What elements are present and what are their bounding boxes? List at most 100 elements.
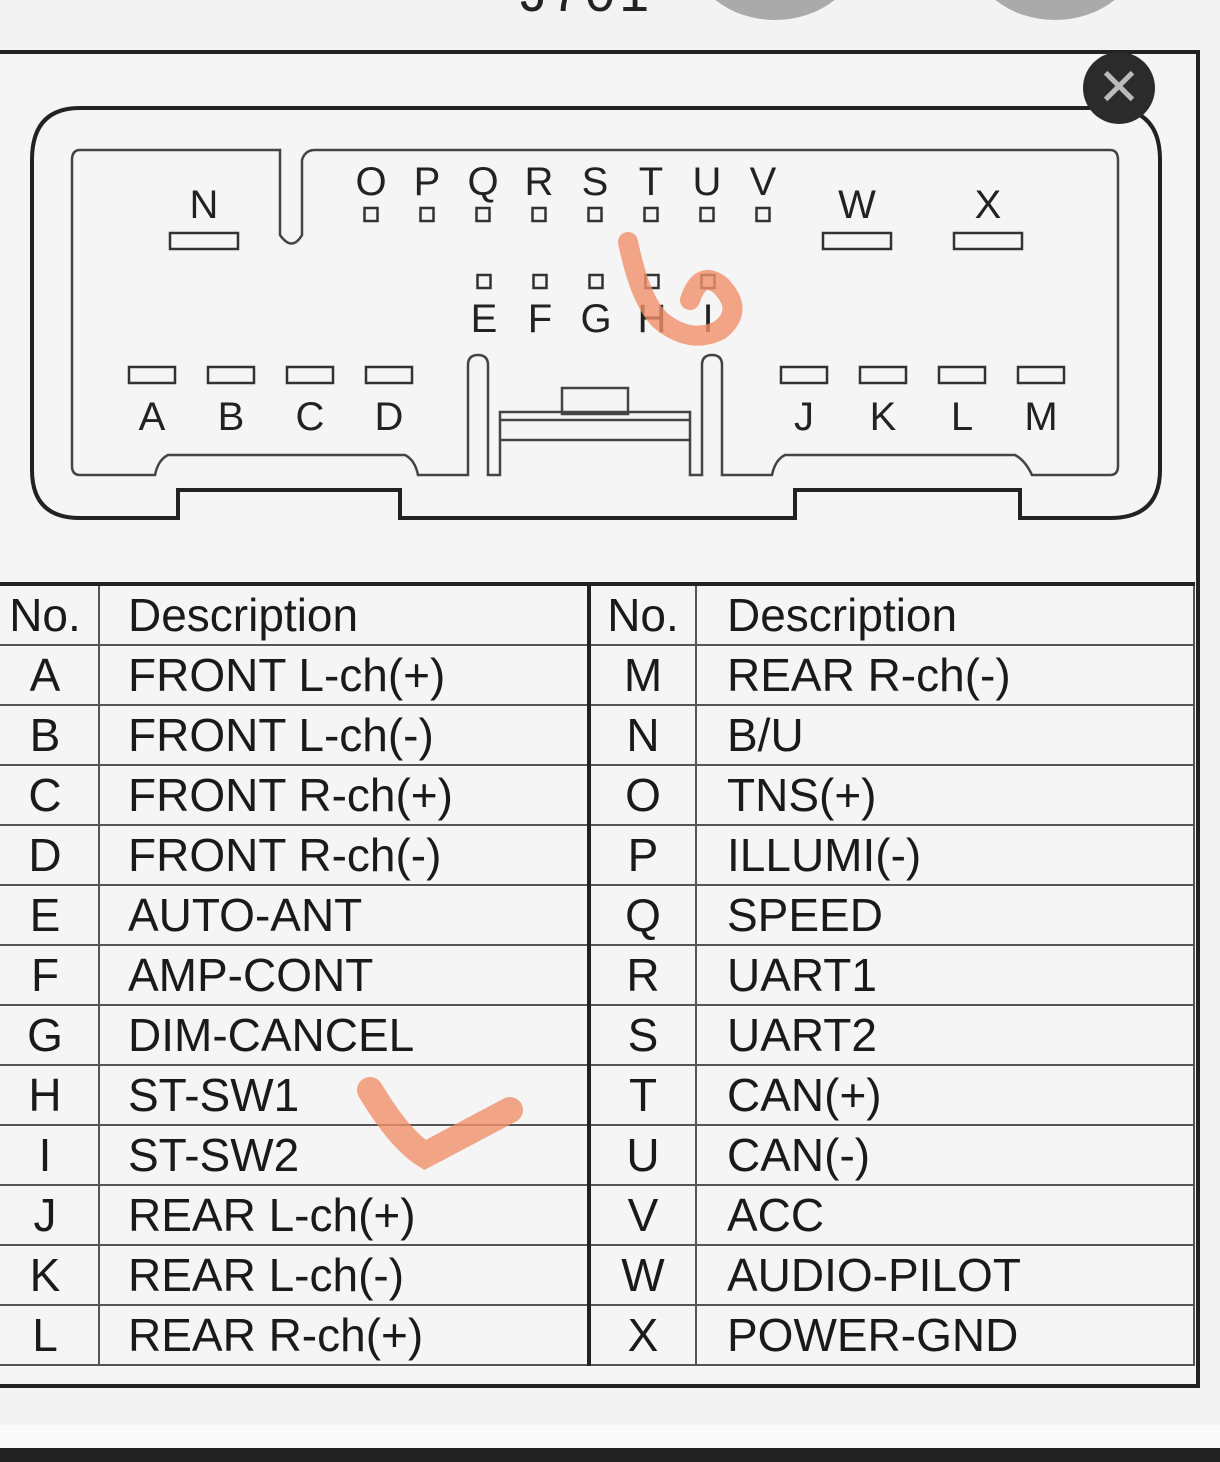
pin-label: T (639, 160, 663, 204)
pin-label: V (750, 160, 777, 204)
pins (127, 206, 1066, 385)
pin-contact (531, 206, 547, 223)
pin-label: S (582, 160, 609, 204)
pin-label: H (638, 297, 667, 341)
pin-no: D (0, 824, 100, 886)
pin-label: X (975, 183, 1002, 227)
pin-contact (476, 273, 492, 290)
pin-label: G (580, 297, 611, 341)
pin-no: G (0, 1004, 100, 1066)
pin-label: R (525, 160, 554, 204)
pin-contact (168, 231, 240, 251)
pin-label: E (471, 297, 498, 341)
pin-description: ILLUMI(-) (695, 824, 1195, 886)
pin-description: REAR L-ch(-) (98, 1244, 590, 1306)
connector-outline (30, 106, 1162, 520)
pin-contact (644, 273, 660, 290)
pin-description: TNS(+) (695, 764, 1195, 826)
pin-label: P (414, 160, 441, 204)
header-description: Description (98, 583, 590, 646)
pin-label: I (702, 297, 713, 341)
pin-contact (127, 365, 177, 385)
pin-no: C (0, 764, 100, 826)
pin-contact (821, 231, 893, 251)
pin-contact (952, 231, 1024, 251)
pin-description: UART1 (695, 944, 1195, 1006)
pin-no: R (587, 944, 697, 1006)
pin-label: D (375, 395, 404, 439)
pin-no: L (0, 1304, 100, 1366)
pin-no: K (0, 1244, 100, 1306)
pin-no: M (587, 644, 697, 706)
pin-label: B (218, 395, 245, 439)
pin-description: ACC (695, 1184, 1195, 1246)
pin-label: C (296, 395, 325, 439)
pin-contact (532, 273, 548, 290)
close-button[interactable]: ✕ (1083, 52, 1155, 124)
pin-label: F (528, 297, 552, 341)
pin-contact (700, 273, 716, 290)
connector-inner (70, 148, 1120, 477)
pin-label: W (838, 183, 876, 227)
pin-label: U (693, 160, 722, 204)
pin-description: CAN(+) (695, 1064, 1195, 1126)
pin-description: FRONT R-ch(+) (98, 764, 590, 826)
pin-no: H (0, 1064, 100, 1126)
pin-description: REAR R-ch(-) (695, 644, 1195, 706)
pin-description: ST-SW1 (98, 1064, 590, 1126)
header-no: No. (587, 583, 697, 646)
pin-label: Q (467, 160, 498, 204)
pin-description: POWER-GND (695, 1304, 1195, 1366)
pin-label: J (794, 395, 814, 439)
pin-label: L (951, 395, 973, 439)
pin-contact (937, 365, 987, 385)
pin-contact (285, 365, 335, 385)
pin-no: N (587, 704, 697, 766)
pin-contact (419, 206, 435, 223)
pin-no: I (0, 1124, 100, 1186)
pin-label: M (1024, 395, 1057, 439)
bottom-strip (0, 1425, 1220, 1448)
pin-description: SPEED (695, 884, 1195, 946)
pin-no: Q (587, 884, 697, 946)
pin-contact (206, 365, 256, 385)
pin-no: B (0, 704, 100, 766)
pin-no: T (587, 1064, 697, 1126)
pin-description: UART2 (695, 1004, 1195, 1066)
pin-description: FRONT L-ch(+) (98, 644, 590, 706)
pin-label: A (139, 395, 166, 439)
pin-no: X (587, 1304, 697, 1366)
pin-description: CAN(-) (695, 1124, 1195, 1186)
pin-description: FRONT L-ch(-) (98, 704, 590, 766)
pin-contact (475, 206, 491, 223)
pin-no: U (587, 1124, 697, 1186)
pin-description: AMP-CONT (98, 944, 590, 1006)
pin-description: REAR L-ch(+) (98, 1184, 590, 1246)
pin-description: AUDIO-PILOT (695, 1244, 1195, 1306)
pin-no: S (587, 1004, 697, 1066)
pin-description: REAR R-ch(+) (98, 1304, 590, 1366)
pin-no: F (0, 944, 100, 1006)
pin-contact (779, 365, 829, 385)
pin-contact (755, 206, 771, 223)
pin-no: A (0, 644, 100, 706)
pin-label: N (190, 183, 219, 227)
table-header-row: No. Description No. Description (0, 583, 1195, 646)
pin-no: E (0, 884, 100, 946)
pin-description: B/U (695, 704, 1195, 766)
header-description: Description (695, 583, 1195, 646)
pin-label: K (870, 395, 897, 439)
pin-contact (364, 365, 414, 385)
pin-no: V (587, 1184, 697, 1246)
